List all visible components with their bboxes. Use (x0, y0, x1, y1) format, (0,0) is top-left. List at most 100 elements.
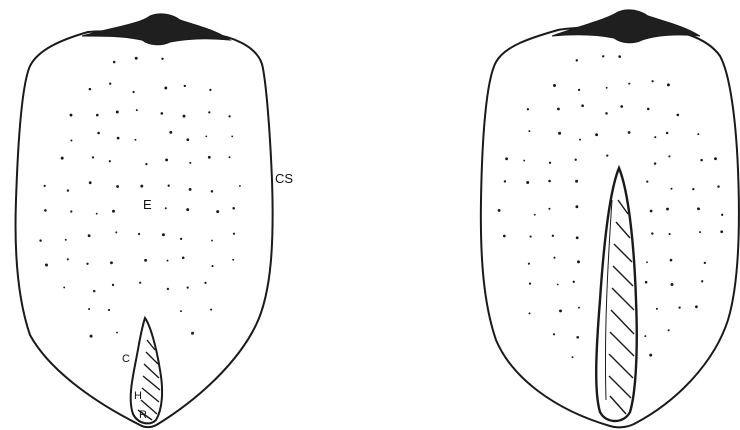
stipple-dot (646, 261, 648, 263)
stipple-dot (67, 189, 69, 191)
stipple-dot (138, 233, 140, 235)
stipple-dot (620, 105, 623, 108)
stipple-dot (211, 265, 213, 267)
stipple-dot (88, 308, 90, 310)
stipple-dot (650, 210, 653, 213)
stipple-dot (168, 185, 170, 187)
label-h: H (134, 390, 142, 402)
label-c: C (122, 353, 130, 365)
stipple-dot (548, 208, 550, 210)
stipple-dot (186, 138, 189, 141)
stipple-dot (656, 308, 658, 310)
stipple-dot (649, 354, 652, 357)
stipple-dot (606, 154, 608, 156)
stipple-dot (167, 260, 169, 262)
stipple-dot (549, 162, 551, 164)
stipple-dot (697, 207, 700, 210)
stipple-dot (209, 89, 211, 91)
stipple-dot (720, 230, 723, 233)
stipple-dot (189, 162, 191, 164)
stipple-dot (135, 57, 138, 60)
stipple-dot (208, 156, 211, 159)
stipple-dot (139, 282, 141, 284)
stipple-dot (602, 55, 604, 57)
stipple-dot (669, 233, 671, 235)
right-hilum-cap (552, 10, 700, 43)
stipple-dot (70, 114, 73, 117)
stipple-dot (180, 310, 182, 312)
stipple-dot (97, 132, 100, 135)
stipple-dot (721, 214, 723, 216)
stipple-dot (204, 282, 206, 284)
stipple-dot (529, 282, 531, 284)
stipple-dot (666, 208, 669, 211)
stipple-dot (93, 290, 95, 292)
stipple-dot (678, 306, 680, 308)
stipple-dot (167, 288, 169, 290)
stipple-dot (116, 332, 118, 334)
stipple-dot (165, 158, 168, 161)
stipple-dot (606, 87, 608, 89)
stipple-dot (644, 335, 646, 337)
stipple-dot (528, 130, 530, 132)
stipple-dot (576, 59, 578, 61)
stipple-dot (697, 133, 699, 135)
stipple-dot (670, 259, 673, 262)
stipple-dot (110, 261, 113, 264)
stipple-dot (572, 356, 574, 358)
stipple-dot (651, 232, 653, 234)
stipple-dot (184, 85, 186, 87)
stipple-dot (70, 139, 72, 141)
stipple-dot (647, 108, 650, 111)
stipple-dot (695, 305, 698, 308)
stipple-dot (576, 236, 579, 239)
stipple-dot (136, 109, 138, 111)
stipple-dot (211, 190, 214, 193)
stipple-dot (646, 180, 648, 182)
stipple-dot (667, 83, 670, 86)
stipple-dot (651, 80, 653, 82)
stipple-dot (228, 115, 230, 117)
stipple-dot (557, 284, 559, 286)
stipple-dot (113, 61, 116, 64)
stipple-dot (115, 231, 117, 233)
stipple-dot (186, 208, 189, 211)
stipple-dot (618, 55, 621, 58)
stipple-dot (553, 84, 556, 87)
right-seed (481, 10, 739, 427)
stipple-dot (61, 157, 64, 160)
stipple-dot (229, 156, 231, 158)
stipple-dot (232, 259, 234, 261)
stipple-dot (112, 210, 115, 213)
stipple-dot (527, 108, 529, 110)
stipple-dot (169, 131, 172, 134)
stipple-dot (701, 280, 703, 282)
stipple-dot (654, 162, 656, 164)
stipple-dot (628, 131, 631, 134)
stipple-dot (573, 281, 575, 283)
stipple-dot (187, 287, 189, 289)
stipple-dot (714, 157, 717, 160)
stipple-dot (534, 214, 536, 216)
stipple-dot (704, 262, 706, 264)
stipple-dot (700, 159, 703, 162)
stipple-dot (216, 210, 219, 213)
stipple-dot (63, 286, 65, 288)
stipple-dot (553, 333, 555, 335)
stipple-dot (558, 132, 561, 135)
stipple-dot (211, 240, 213, 242)
stipple-dot (116, 185, 119, 188)
stipple-dot (717, 185, 719, 187)
stipple-dot (529, 312, 531, 314)
stipple-dot (699, 231, 701, 233)
stipple-dot (162, 233, 165, 236)
stipple-dot (96, 114, 99, 117)
stipple-dot (553, 257, 555, 259)
stipple-dot (117, 137, 120, 140)
stipple-dot (92, 156, 94, 158)
stipple-dot (205, 136, 207, 138)
stipple-dot (44, 209, 47, 212)
label-cs: CS (275, 171, 293, 186)
stipple-dot (671, 283, 674, 286)
stipple-dot (548, 180, 551, 183)
